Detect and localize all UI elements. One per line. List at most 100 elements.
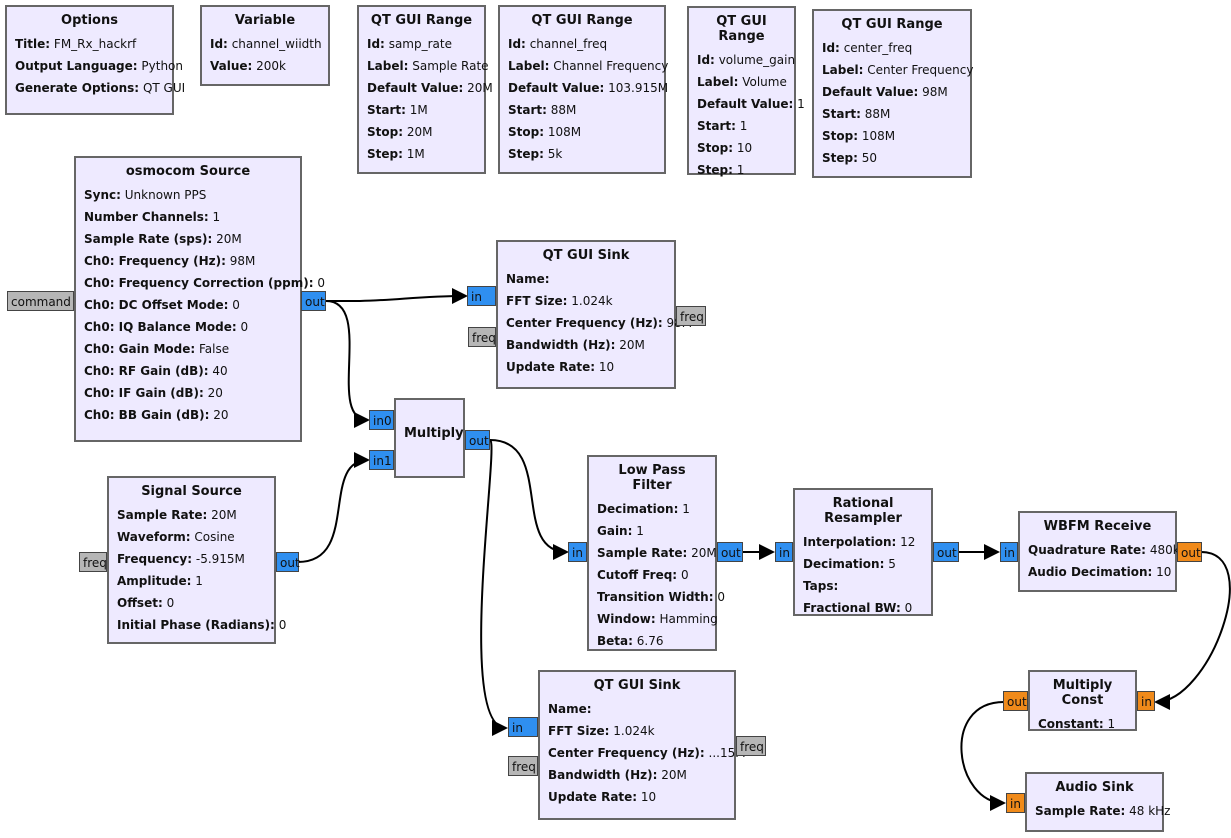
multiply-in0-port[interactable]: in0 bbox=[369, 410, 394, 430]
param-value: 1 bbox=[212, 210, 221, 224]
param-key: Sample Rate: bbox=[1035, 804, 1126, 818]
multiply-const-out-port[interactable]: out bbox=[1003, 691, 1028, 711]
param-value: 10 bbox=[736, 141, 753, 155]
param-value: 1.024k bbox=[571, 294, 613, 308]
param-key: Beta: bbox=[597, 634, 633, 648]
multiply-out-port[interactable]: out bbox=[465, 430, 490, 450]
param-value: 1 bbox=[739, 119, 748, 133]
param-value: QT GUI bbox=[142, 81, 186, 95]
param-value: False bbox=[199, 342, 230, 356]
param-key: FFT Size: bbox=[548, 724, 610, 738]
block-param-row: Decimation: 1 bbox=[597, 498, 707, 520]
qt-gui-sink-2-in-port[interactable]: in bbox=[508, 717, 538, 737]
multiply-in1-port[interactable]: in1 bbox=[369, 450, 394, 470]
param-value: 20M bbox=[691, 546, 717, 560]
param-value: 20 bbox=[207, 386, 223, 400]
qt-gui-sink-2-freq-out-port[interactable]: freq bbox=[736, 736, 766, 756]
block-param-row: Step: 5k bbox=[508, 143, 656, 165]
param-value: Sample Rate bbox=[412, 59, 489, 73]
rational-resampler-in-port[interactable]: in bbox=[775, 542, 793, 562]
param-key: Start: bbox=[508, 103, 547, 117]
param-key: Fractional BW: bbox=[803, 601, 901, 615]
param-key: Generate Options: bbox=[15, 81, 140, 95]
qt-gui-sink-1-freq-in-port[interactable]: freq bbox=[468, 327, 496, 347]
param-key: Sample Rate: bbox=[597, 546, 688, 560]
param-value: volume_gain bbox=[718, 53, 796, 67]
param-value: 0 bbox=[240, 320, 249, 334]
param-key: Stop: bbox=[367, 125, 404, 139]
block-param-row: Amplitude: 1 bbox=[117, 570, 266, 592]
param-value: 108M bbox=[861, 129, 896, 143]
low-pass-filter-in-port[interactable]: in bbox=[568, 542, 587, 562]
block-param-row: Fractional BW: 0 bbox=[803, 597, 923, 619]
multiply-const-in-port[interactable]: in bbox=[1137, 691, 1155, 711]
param-value: 10 bbox=[598, 360, 615, 374]
block-param-row: Decimation: 5 bbox=[803, 553, 923, 575]
block-title: Low Pass Filter bbox=[618, 463, 686, 493]
param-key: Frequency: bbox=[117, 552, 193, 566]
param-value: 1 bbox=[1107, 717, 1116, 731]
wire-osmo-to-multiply bbox=[325, 300, 370, 428]
param-key: Initial Phase (Radians): bbox=[117, 618, 275, 632]
param-key: Ch0: Frequency Correction (ppm): bbox=[84, 276, 314, 290]
qt-gui-sink-1-freq-out-port[interactable]: freq bbox=[676, 306, 706, 326]
block-param-row: Audio Decimation: 10 bbox=[1028, 561, 1171, 583]
block-param-row: Cutoff Freq: 0 bbox=[597, 564, 707, 586]
block-param-row: Id: samp_rate bbox=[367, 33, 476, 55]
osmocom-command-port[interactable]: command bbox=[7, 291, 74, 311]
param-key: Waveform: bbox=[117, 530, 191, 544]
block-param-row: Default Value: 98M bbox=[822, 81, 962, 103]
block-param-row: Label: Channel Frequency bbox=[508, 55, 668, 77]
param-value: 40 bbox=[212, 364, 228, 378]
block-title: QT GUI Sink bbox=[542, 248, 630, 263]
block-param-row: Sample Rate (sps): 20M bbox=[84, 228, 292, 250]
signal-source-out-port[interactable]: out bbox=[276, 552, 300, 572]
audio-sink-in-port[interactable]: in bbox=[1006, 793, 1025, 813]
block-param-row: Start: 88M bbox=[822, 103, 962, 125]
param-key: Stop: bbox=[508, 125, 545, 139]
block-param-row: Sample Rate: 48 kHz bbox=[1035, 800, 1170, 822]
param-value: 103.915M bbox=[608, 81, 669, 95]
param-key: Number Channels: bbox=[84, 210, 209, 224]
param-value: 108M bbox=[547, 125, 582, 139]
param-key: Start: bbox=[367, 103, 406, 117]
osmocom-out-port[interactable]: out bbox=[301, 291, 326, 311]
block-title: Multiply bbox=[404, 426, 464, 441]
rational-resampler-out-port[interactable]: out bbox=[933, 542, 959, 562]
signal-source-freq-port[interactable]: freq bbox=[79, 552, 107, 572]
qt-gui-sink-2-freq-in-port[interactable]: freq bbox=[508, 756, 538, 776]
param-key: Amplitude: bbox=[117, 574, 192, 588]
block-param-row: Offset: 0 bbox=[117, 592, 266, 614]
wbfm-receive-out-port[interactable]: out bbox=[1177, 542, 1202, 562]
param-value: samp_rate bbox=[388, 37, 452, 51]
block-param-row: Initial Phase (Radians): 0 bbox=[117, 614, 286, 636]
param-value: 6.76 bbox=[636, 634, 664, 648]
block-param-row: Ch0: Frequency Correction (ppm): 0 bbox=[84, 272, 325, 294]
wire-wbfm-to-mulconst bbox=[1154, 551, 1231, 710]
qt-gui-sink-1-in-port[interactable]: in bbox=[467, 286, 496, 306]
block-param-row: Default Value: 1 bbox=[697, 93, 805, 115]
multiply-block[interactable]: Multiply bbox=[394, 398, 465, 478]
param-value: Center Frequency bbox=[867, 63, 974, 77]
param-value: 20M bbox=[661, 768, 687, 782]
block-param-row: Ch0: BB Gain (dB): 20 bbox=[84, 404, 292, 426]
param-value: Volume bbox=[742, 75, 787, 89]
low-pass-filter-out-port[interactable]: out bbox=[717, 542, 743, 562]
wbfm-receive-in-port[interactable]: in bbox=[1000, 542, 1018, 562]
block-param-row: Label: Sample Rate bbox=[367, 55, 489, 77]
